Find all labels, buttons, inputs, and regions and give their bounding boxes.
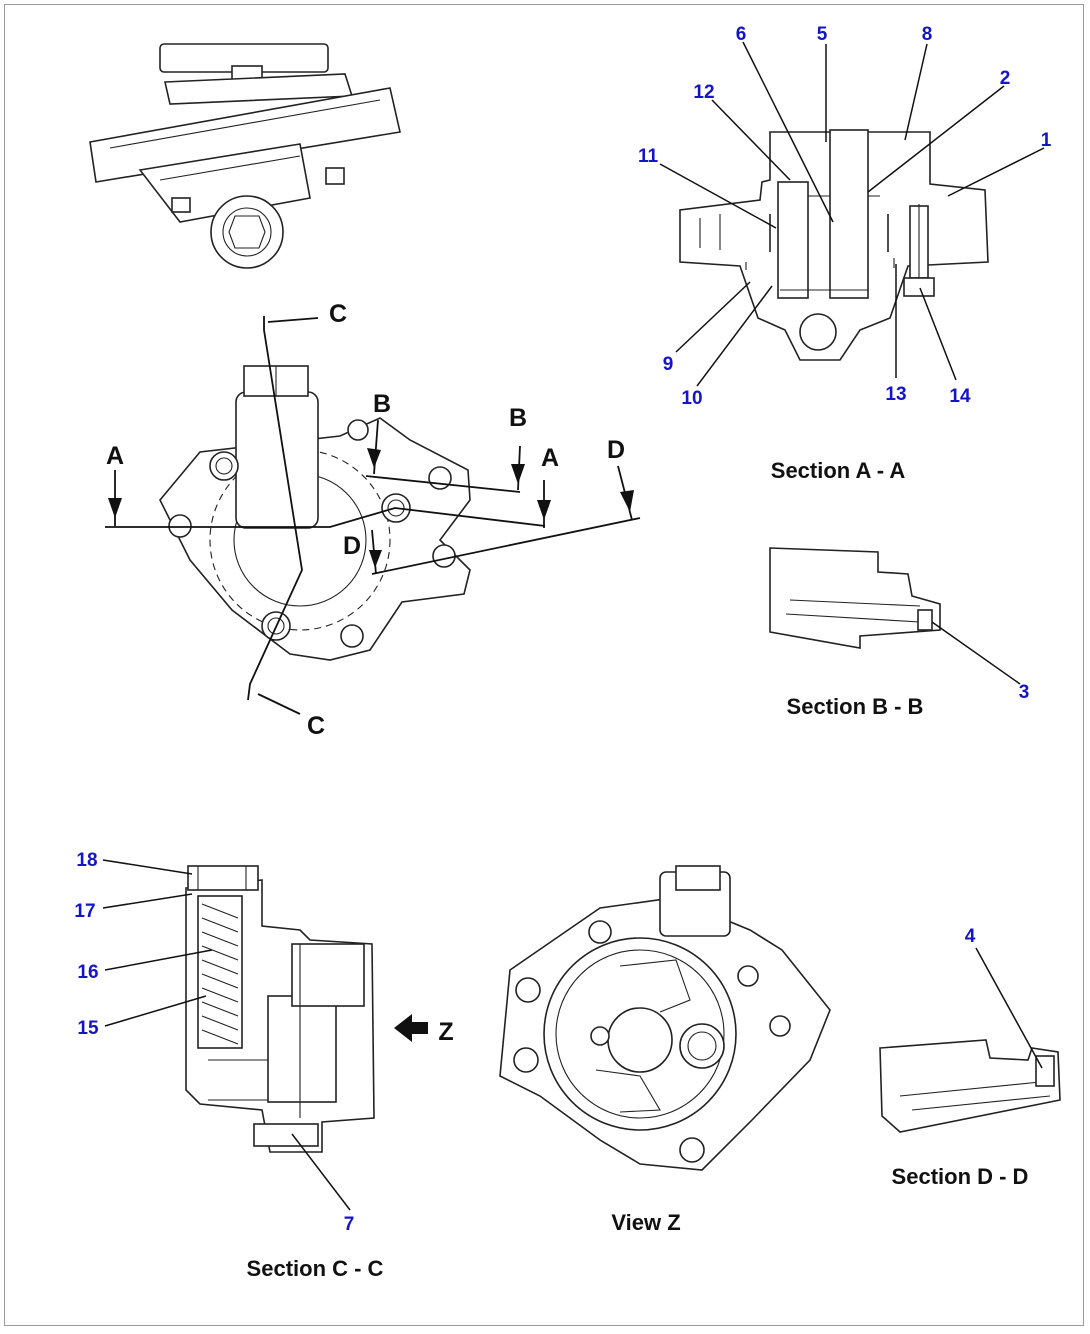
- callout-17: 17: [74, 901, 95, 922]
- caption-view-z: View Z: [611, 1210, 680, 1235]
- callout-18: 18: [76, 850, 97, 871]
- callout-4: 4: [965, 926, 976, 947]
- leader-3: [931, 621, 1021, 685]
- caption-section-cc: Section C - C: [247, 1256, 384, 1281]
- callout-15: 15: [77, 1018, 99, 1039]
- caption-section-dd: Section D - D: [892, 1164, 1029, 1189]
- side-view-top: [89, 43, 401, 269]
- callout-7: 7: [344, 1214, 355, 1235]
- view-z-marker: Z: [438, 1018, 453, 1046]
- callout-6: 6: [736, 24, 747, 45]
- main-top-view: [159, 365, 471, 661]
- section-dd-drawing: [879, 1039, 1061, 1133]
- section-bb-drawing: [769, 547, 941, 649]
- callout-8: 8: [922, 24, 933, 45]
- view-z-drawing: [499, 865, 831, 1171]
- section-aa-leaders: [659, 41, 1045, 387]
- leader-4: [975, 947, 1043, 1069]
- callout-5: 5: [817, 24, 828, 45]
- cut-label-a-left: A: [106, 442, 124, 470]
- callout-2: 2: [1000, 68, 1011, 89]
- cut-label-d-right: D: [607, 436, 625, 464]
- section-aa-drawing: [679, 129, 989, 361]
- arrow-left-icon: [394, 1014, 428, 1042]
- cut-label-a-right: A: [541, 444, 559, 472]
- caption-section-bb: Section B - B: [787, 694, 924, 719]
- section-cc-leaders: [102, 859, 351, 1211]
- cut-lines: [105, 316, 641, 715]
- callout-1: 1: [1041, 130, 1052, 151]
- cut-label-b-right: B: [509, 404, 527, 432]
- section-cc-drawing: [185, 865, 375, 1153]
- callout-16: 16: [77, 962, 98, 983]
- diagram-frame: [4, 4, 1084, 1326]
- cut-label-c-top: C: [329, 300, 347, 328]
- callout-10: 10: [681, 388, 702, 409]
- cut-label-b-left: B: [373, 390, 391, 418]
- callout-14: 14: [949, 386, 971, 407]
- callout-3: 3: [1019, 682, 1030, 703]
- caption-section-aa: Section A - A: [771, 458, 906, 483]
- callout-11: 11: [638, 146, 659, 167]
- callout-12: 12: [693, 82, 714, 103]
- callout-9: 9: [663, 354, 674, 375]
- cut-label-d-left: D: [343, 532, 361, 560]
- cut-label-c-bottom: C: [307, 712, 325, 740]
- callout-13: 13: [885, 384, 906, 405]
